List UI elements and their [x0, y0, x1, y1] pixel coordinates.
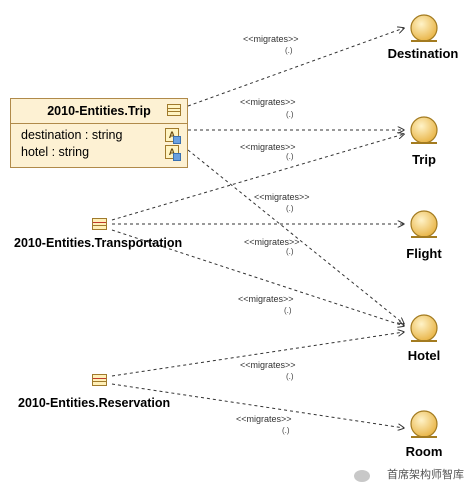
attribute-label: destination : string [21, 128, 123, 142]
target-label-destination: Destination [387, 46, 459, 61]
edge-reservation-hotel [111, 332, 404, 377]
edge-transportation-trip [111, 134, 404, 221]
target-node-trip[interactable] [410, 116, 438, 144]
edge-sublabel-transportation-flight: (.) [286, 204, 294, 213]
attribute-row[interactable]: hotel : string A [21, 144, 187, 161]
edge-label-trip-hotel: <<migrates>> [244, 237, 300, 247]
target-label-room: Room [405, 444, 443, 459]
edge-label-transportation-flight: <<migrates>> [254, 192, 310, 202]
target-label-trip: Trip [412, 152, 436, 167]
edge-label-reservation-hotel: <<migrates>> [240, 360, 296, 370]
edge-label-transportation-trip: <<migrates>> [240, 142, 296, 152]
class-icon [167, 104, 181, 116]
edge-sublabel-transportation-hotel: (.) [284, 306, 292, 315]
package-label-reservation: 2010-Entities.Reservation [18, 396, 171, 410]
attribute-label: hotel : string [21, 145, 90, 159]
target-node-flight[interactable] [410, 210, 438, 238]
target-node-destination[interactable] [410, 14, 438, 42]
edge-sublabel-transportation-trip: (.) [286, 152, 294, 161]
watermark-icon [354, 470, 370, 482]
edge-reservation-room [111, 383, 404, 428]
target-node-hotel[interactable] [410, 314, 438, 342]
edge-trip-hotel [187, 149, 404, 324]
watermark-text: 首席架构师智库 [387, 469, 464, 481]
edge-sublabel-trip-trip: (.) [286, 110, 294, 119]
edge-label-reservation-room: <<migrates>> [236, 414, 292, 424]
edge-label-trip-destination: <<migrates>> [243, 34, 299, 44]
class-box-trip[interactable]: 2010-Entities.Trip destination : string … [10, 98, 188, 168]
target-nodes [410, 14, 438, 438]
edge-sublabel-reservation-hotel: (.) [286, 372, 294, 381]
edge-label-transportation-hotel: <<migrates>> [238, 294, 294, 304]
edge-label-trip-trip: <<migrates>> [240, 97, 296, 107]
class-attributes: destination : string A hotel : string A [11, 124, 187, 161]
class-header: 2010-Entities.Trip [11, 99, 187, 124]
attribute-row[interactable]: destination : string A [21, 127, 187, 144]
package-icon-reservation[interactable] [92, 374, 107, 386]
attribute-icon: A [165, 128, 181, 144]
edge-trip-destination [187, 28, 404, 107]
package-icon-transportation[interactable] [92, 218, 107, 230]
target-label-hotel: Hotel [407, 348, 441, 363]
target-label-flight: Flight [406, 246, 442, 261]
edges [111, 28, 404, 428]
attribute-icon: A [165, 145, 181, 161]
target-node-room[interactable] [410, 410, 438, 438]
edge-sublabel-trip-destination: (.) [285, 46, 293, 55]
edge-sublabel-trip-hotel: (.) [286, 247, 294, 256]
edge-sublabel-reservation-room: (.) [282, 426, 290, 435]
package-label-transportation: 2010-Entities.Transportation [14, 236, 183, 250]
class-name: 2010-Entities.Trip [47, 104, 151, 118]
